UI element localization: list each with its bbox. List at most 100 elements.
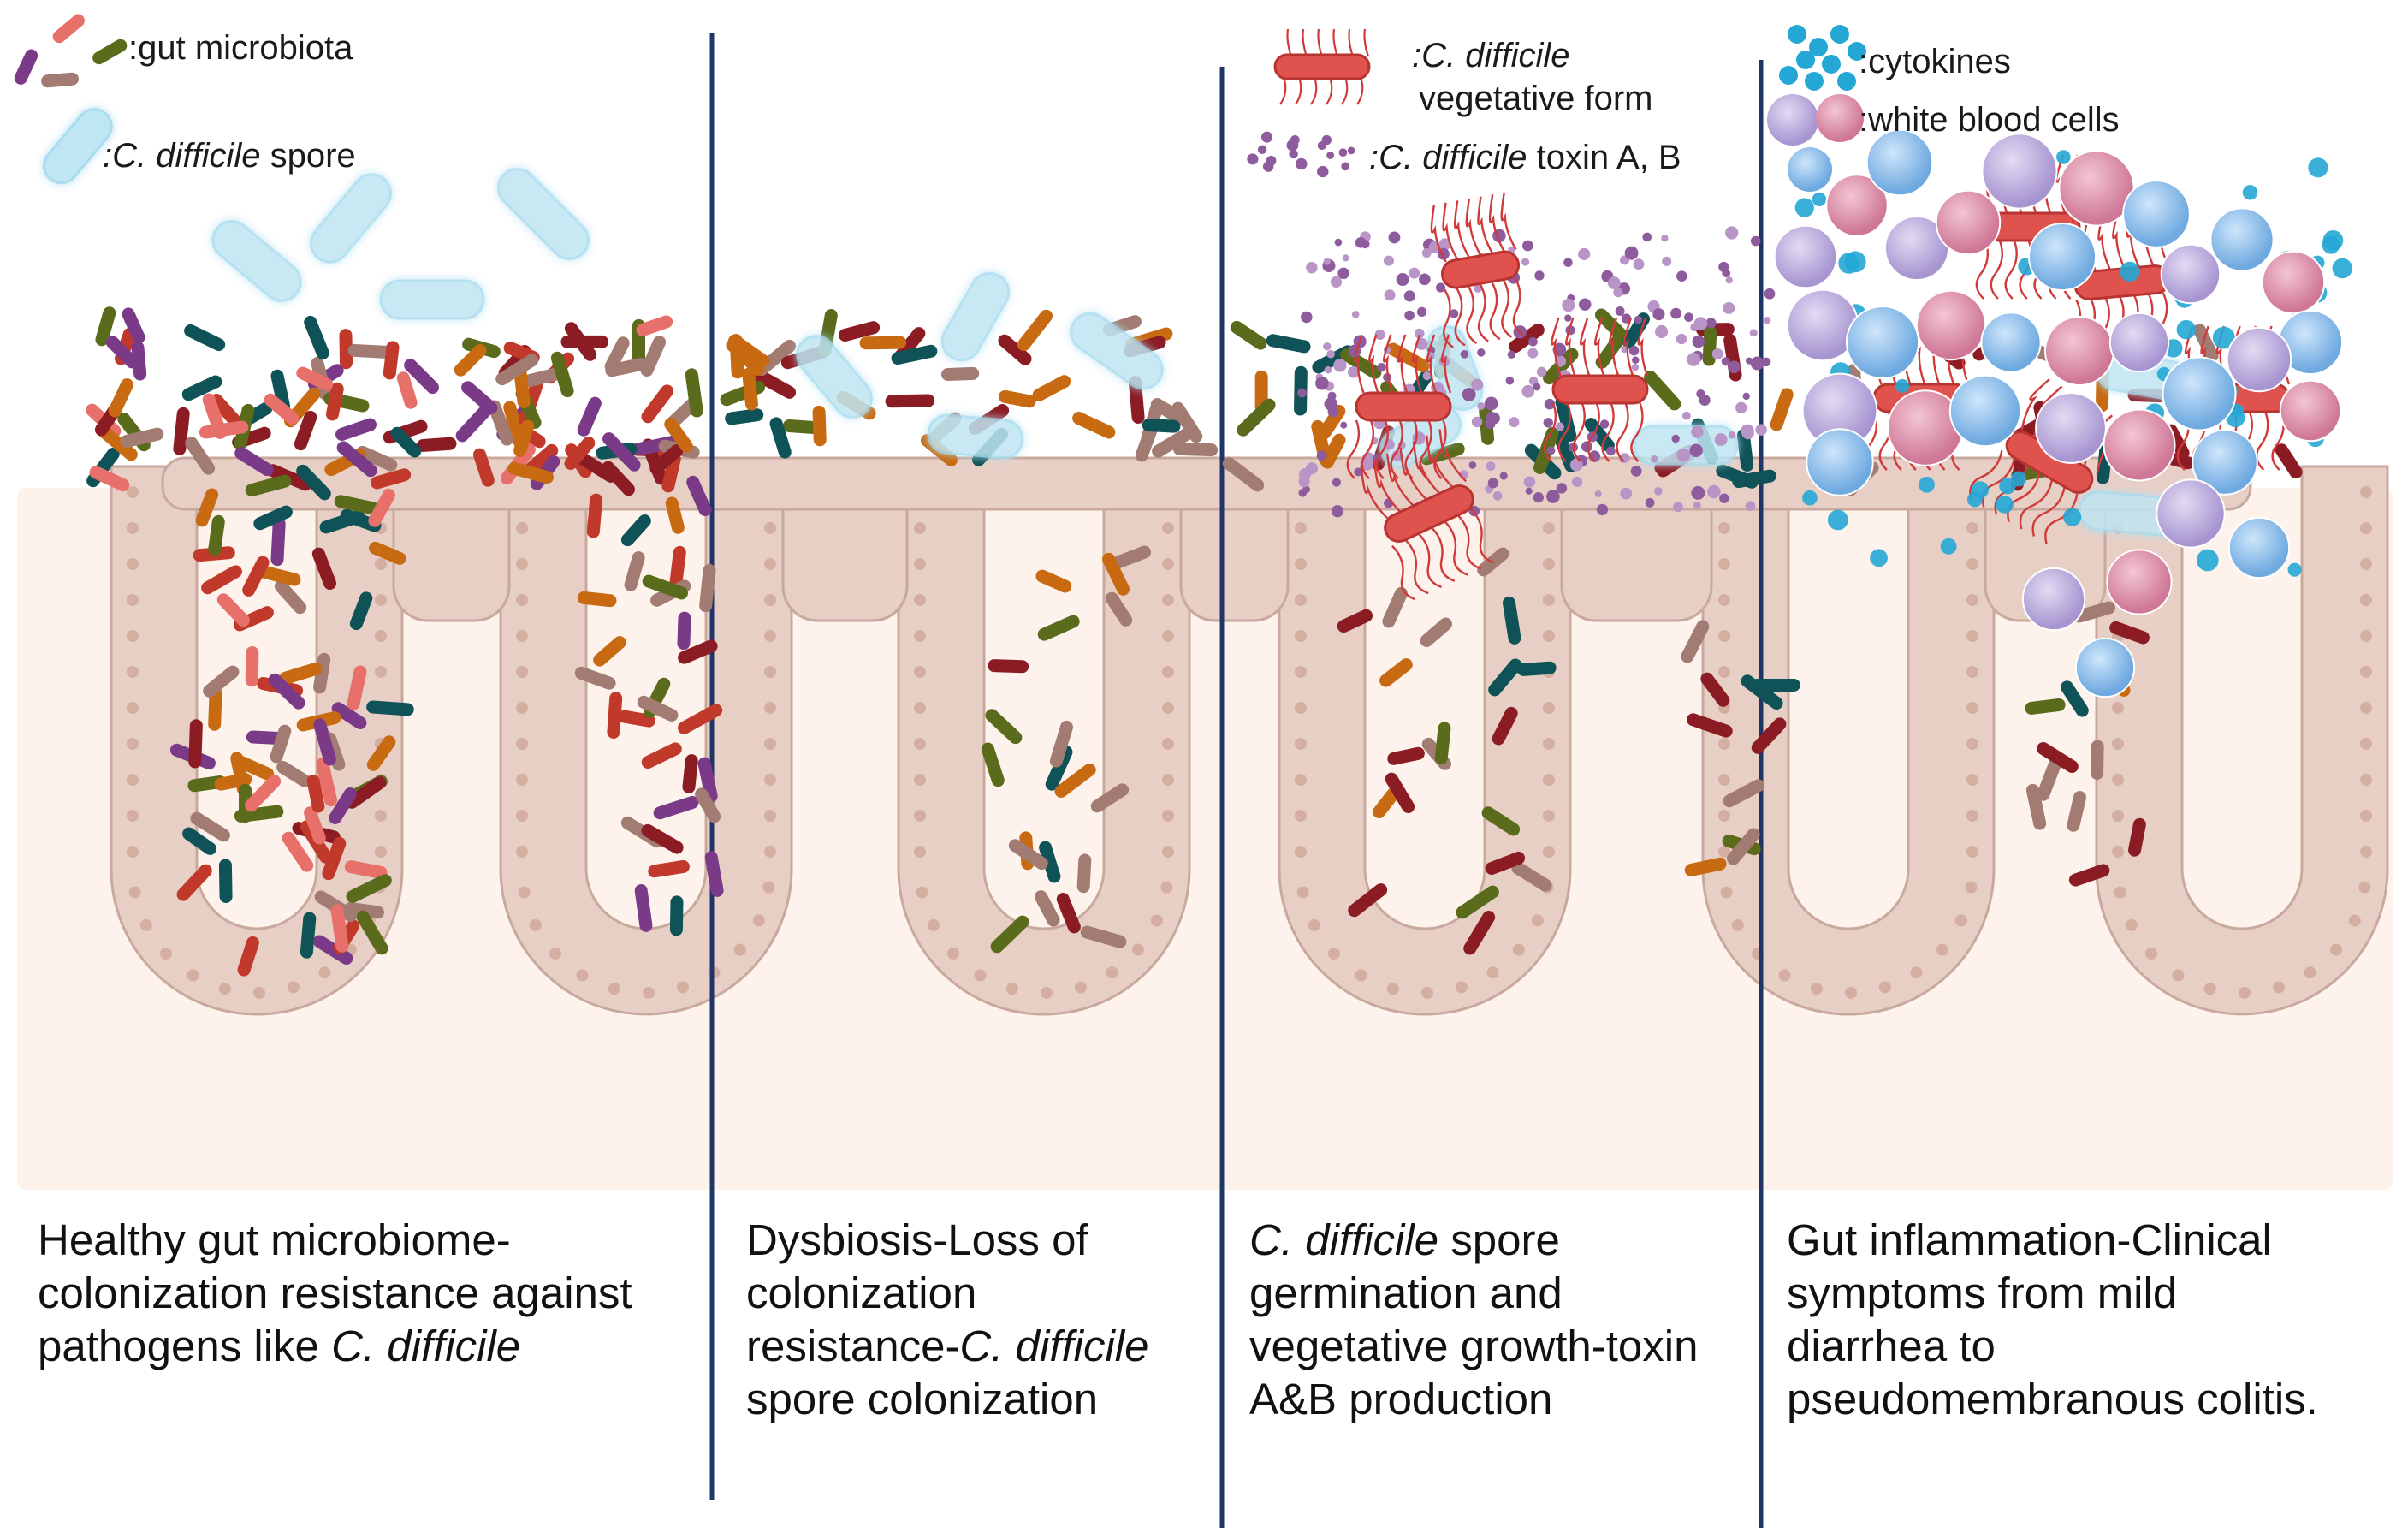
legend-toxin-icon (1260, 131, 1273, 143)
toxin-particle (1676, 448, 1691, 462)
bacterium (404, 359, 439, 395)
bacterium (1516, 661, 1557, 676)
legend-cytokines: :cytokines (1859, 43, 2011, 80)
bacterium (941, 366, 980, 381)
toxin-particle (1662, 256, 1672, 266)
white-blood-cell-lymphocyte (2227, 516, 2291, 579)
bacterium (1741, 674, 1783, 710)
cell-nucleus (1355, 969, 1367, 982)
toxin-particle (1606, 446, 1616, 456)
white-blood-cell-lymphocyte (1980, 312, 2042, 373)
flagellum (1373, 460, 1402, 513)
toxin-particle (1471, 416, 1483, 428)
bacterium (1723, 779, 1765, 808)
legend-bacterium-icon (41, 72, 79, 88)
toxin-particle (1594, 490, 1602, 498)
cytokine (1838, 253, 1859, 274)
toxin-particle (1546, 490, 1560, 503)
caption-line: Dysbiosis-Loss of (746, 1215, 1088, 1264)
cell-nucleus (762, 881, 775, 894)
bacterium (1622, 312, 1651, 349)
bacterium (839, 321, 881, 342)
caption-line: A&B production (1249, 1375, 1553, 1423)
toxin-particle (1555, 422, 1564, 431)
bacterium (416, 437, 457, 452)
bacterium (1702, 325, 1717, 366)
bacterium (294, 410, 317, 451)
cell-nucleus (1543, 558, 1555, 570)
flagellum (1411, 334, 1423, 394)
cell-nucleus (1162, 630, 1174, 642)
cell-nucleus (127, 630, 139, 642)
cell-nucleus (1966, 738, 1978, 750)
cell-nucleus (516, 810, 528, 822)
toxin-particle (1527, 348, 1539, 359)
bacterium (371, 468, 412, 490)
cell-body (1440, 250, 1521, 289)
bacterium (396, 371, 418, 409)
white-blood-cell-neutrophil (1915, 289, 1987, 361)
cell-nucleus (2112, 810, 2124, 822)
bacterium (636, 315, 673, 336)
bacterium (1488, 658, 1522, 697)
bacterium (276, 760, 311, 787)
legend-cytokine-icon (1848, 42, 1866, 61)
toxin-particle (1396, 273, 1409, 287)
cytokine (1812, 192, 1827, 207)
bacterium (697, 757, 718, 803)
bacterium (1340, 348, 1382, 379)
toxin-particle (1624, 246, 1639, 260)
bacterium (1684, 857, 1727, 876)
flagellum (2031, 486, 2066, 537)
bacterium (2073, 601, 2115, 623)
toxin-particle (1474, 284, 1482, 293)
cell-nucleus (764, 630, 776, 642)
toxin-particle (1462, 387, 1476, 401)
stage-caption-1: Healthy gut microbiome- colonization res… (38, 1214, 632, 1373)
toxin-particle (1471, 378, 1484, 391)
toxin-particle (1477, 401, 1486, 410)
bacterium (1222, 457, 1265, 492)
bacterium (108, 378, 133, 418)
cell-nucleus (1162, 522, 1174, 534)
toxin-particle (1523, 476, 1536, 488)
legend-toxin-icon (1262, 161, 1274, 172)
cytokine (1794, 198, 1814, 217)
cell-nucleus (2360, 846, 2372, 858)
white-blood-cell-neutrophil (2043, 315, 2115, 387)
flagellum (1419, 419, 1432, 479)
bacterium (322, 836, 347, 881)
bacterium (1434, 722, 1451, 764)
bacterium (560, 335, 609, 348)
cell-nucleus (1966, 774, 1978, 786)
toxin-particle (1416, 306, 1427, 318)
bacterium (685, 368, 703, 418)
flagellum (1630, 402, 1644, 462)
cell-nucleus (1718, 522, 1730, 534)
cell-nucleus (1041, 986, 1053, 999)
toxin-particle (1383, 255, 1394, 266)
toxin-particle (1403, 290, 1415, 302)
cell-nucleus (1778, 969, 1791, 982)
bacterium (131, 341, 147, 381)
flagellum (1431, 526, 1456, 582)
bacterium (1142, 419, 1181, 433)
bacterium (1511, 861, 1552, 892)
bacterium (1594, 308, 1630, 343)
cell-nucleus (516, 702, 528, 714)
bacterium (195, 488, 219, 527)
bacterium (1080, 925, 1127, 948)
flagellum (1361, 419, 1375, 479)
bacterium (1420, 617, 1452, 647)
bacterium (216, 593, 250, 627)
bacterium (2128, 817, 2146, 857)
toxin-particle (1711, 348, 1723, 359)
cell-nucleus (1936, 943, 1948, 956)
toxin-particle (1654, 487, 1663, 496)
bacterium (1644, 371, 1681, 411)
bacterium (182, 827, 216, 855)
white-blood-cell-lymphocyte (2122, 180, 2191, 248)
cell-nucleus (2360, 666, 2372, 678)
legend-toxin-icon (1289, 149, 1298, 159)
bacterium (607, 692, 623, 739)
